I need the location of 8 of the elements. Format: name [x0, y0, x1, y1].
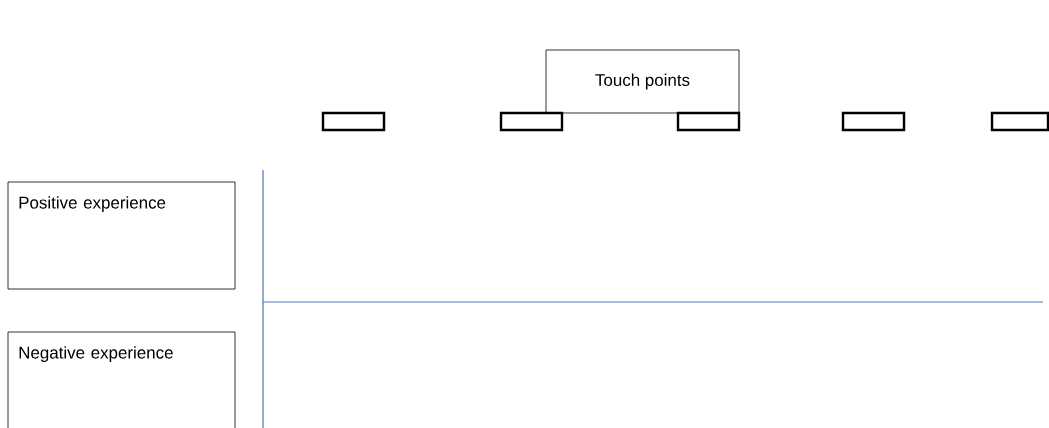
touch-point-box — [676, 111, 741, 132]
label-box: Positive experience — [7, 181, 236, 290]
touch-point-box — [321, 111, 386, 132]
title-box: Touch points — [545, 49, 740, 114]
touch-point-box — [990, 111, 1049, 132]
touch-point-box — [499, 111, 564, 132]
touch-point-box — [841, 111, 906, 132]
label-box: Negative experience — [7, 331, 236, 428]
